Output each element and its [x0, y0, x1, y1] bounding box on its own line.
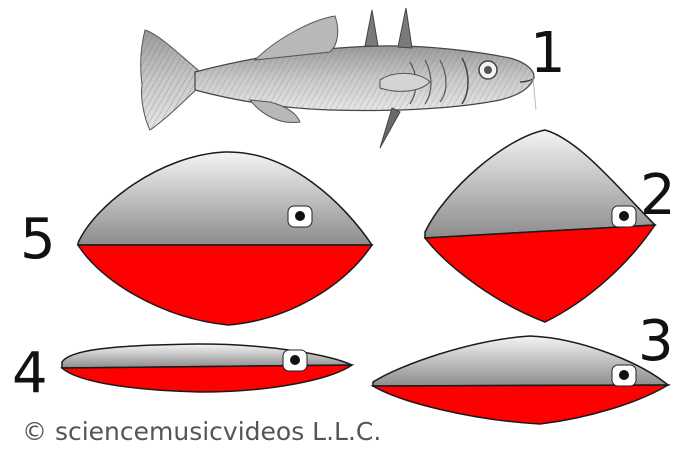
- model-1-label: 1: [530, 21, 566, 86]
- model-3-label: 3: [638, 309, 674, 374]
- model-4-fish: [62, 344, 352, 392]
- model-5-fish: [78, 152, 372, 325]
- model-5-label: 5: [20, 207, 56, 272]
- stickleback-fish-illustration: [141, 8, 536, 148]
- model-2-fish: [425, 130, 655, 322]
- model-4-label: 4: [12, 341, 48, 406]
- copyright-credit: © sciencemusicvideos L.L.C.: [22, 417, 381, 446]
- model-2-label: 2: [640, 163, 676, 228]
- model-3-fish: [373, 336, 668, 424]
